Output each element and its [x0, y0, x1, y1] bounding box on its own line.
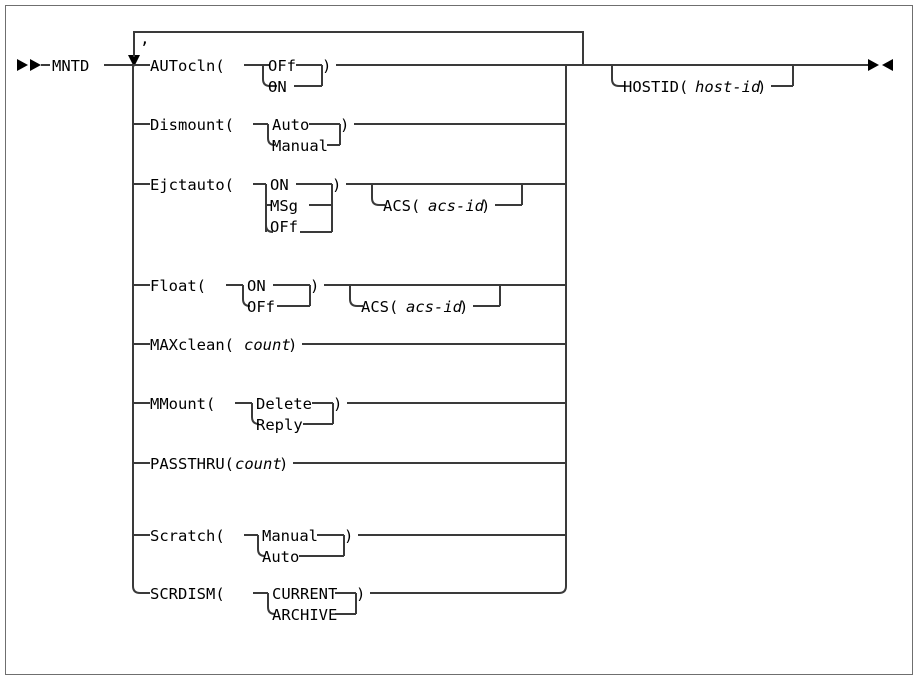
branch-ejctauto-acs-variable[interactable]: acs-id [428, 197, 485, 215]
branch-passthru[interactable]: PASSTHRU( count ) [133, 455, 566, 473]
branch-maxclean-keyword: MAXclean( [150, 336, 234, 354]
branch-mmount-close-paren: ) [333, 395, 342, 413]
branch-float-choice-off[interactable]: OFf [247, 298, 275, 316]
branch-dismount-choice-manual[interactable]: Manual [272, 137, 328, 155]
branch-float-acs-variable[interactable]: acs-id [406, 298, 463, 316]
branch-maxclean[interactable]: MAXclean( count ) [133, 336, 566, 354]
command-label: MNTD [52, 57, 89, 75]
branch-scratch-keyword: Scratch( [150, 527, 225, 545]
branch-ejctauto[interactable]: Ejctauto( ON MSg OFf ) ACS( acs-id ) [133, 176, 566, 236]
start-marker [17, 59, 41, 71]
branch-scratch-choice-left-corner [257, 548, 266, 557]
branch-autocln-choice-off[interactable]: OFf [268, 57, 296, 75]
branch-dismount-choice-auto[interactable]: Auto [272, 116, 309, 134]
branch-passthru-variable[interactable]: count [235, 455, 282, 473]
branch-dismount-choice-left-corner [267, 137, 276, 146]
branch-passthru-keyword: PASSTHRU( [150, 455, 234, 473]
branch-ejctauto-acs-option[interactable]: ACS( acs-id ) [371, 184, 523, 215]
branch-mmount-choice-reply[interactable]: Reply [256, 416, 303, 434]
option-hostid-variable[interactable]: host-id [695, 78, 761, 96]
branch-ejctauto-choice-off[interactable]: OFf [270, 218, 298, 236]
branch-dismount-close-paren: ) [340, 116, 349, 134]
repeat-loop: , [128, 29, 584, 67]
repeat-separator-label: , [140, 29, 150, 48]
branch-scrdism-close-paren: ) [356, 585, 365, 603]
branch-ejctauto-choice-on[interactable]: ON [270, 176, 289, 194]
branch-float[interactable]: Float( ON OFf ) ACS( acs-id ) [133, 277, 566, 316]
branch-dismount[interactable]: Dismount( Auto Manual ) [133, 116, 566, 155]
end-marker [868, 59, 893, 71]
branch-scratch[interactable]: Scratch( Manual Auto ) [133, 527, 566, 566]
branch-autocln-keyword: AUTocln( [150, 57, 225, 75]
branch-autocln-choice-on[interactable]: ON [268, 78, 287, 96]
option-hostid-label: HOSTID( [623, 78, 688, 96]
branch-merge-bottom-corner [558, 585, 567, 594]
branch-scrdism-choice-current[interactable]: CURRENT [272, 585, 337, 603]
branch-mmount[interactable]: MMount( Delete Reply ) [133, 395, 566, 434]
option-hostid-close-paren: ) [757, 78, 766, 96]
option-hostid[interactable]: HOSTID( host-id ) [611, 65, 794, 96]
branch-scrdism[interactable]: SCRDISM( CURRENT ARCHIVE ) [140, 585, 559, 624]
branch-maxclean-variable[interactable]: count [244, 336, 291, 354]
branch-ejctauto-choice-msg[interactable]: MSg [270, 197, 298, 215]
branch-dismount-keyword: Dismount( [150, 116, 234, 134]
branch-maxclean-close-paren: ) [288, 336, 297, 354]
option-hostid-left-corner [611, 78, 620, 87]
branch-autocln-choice-left-corner [262, 78, 271, 87]
branch-float-keyword: Float( [150, 277, 206, 295]
branch-mmount-keyword: MMount( [150, 395, 215, 413]
branch-scratch-choice-manual[interactable]: Manual [262, 527, 318, 545]
branch-scrdism-choice-archive[interactable]: ARCHIVE [272, 606, 337, 624]
branch-scrdism-keyword: SCRDISM( [150, 585, 225, 603]
branch-scratch-choice-auto[interactable]: Auto [262, 548, 299, 566]
branch-ejctauto-close-paren: ) [332, 176, 341, 194]
branch-ejctauto-acs-close-paren: ) [481, 197, 490, 215]
diagram-frame [5, 5, 913, 675]
branch-ejctauto-keyword: Ejctauto( [150, 176, 234, 194]
branch-scratch-close-paren: ) [344, 527, 353, 545]
branch-ejctauto-acs-left-corner [371, 197, 380, 206]
branch-float-choice-on[interactable]: ON [247, 277, 266, 295]
branch-ejctauto-choice-left-corner [265, 224, 274, 233]
branch-ejctauto-acs-label: ACS( [383, 197, 420, 215]
branch-mmount-choice-delete[interactable]: Delete [256, 395, 312, 413]
branch-float-acs-close-paren: ) [459, 298, 468, 316]
branch-float-choice-left-corner [242, 298, 251, 307]
branch-float-acs-option[interactable]: ACS( acs-id ) [349, 285, 501, 316]
branch-scrdism-choice-left-corner [267, 606, 276, 615]
branch-float-acs-label: ACS( [361, 298, 398, 316]
branch-float-acs-left-corner [349, 298, 358, 307]
branch-mmount-choice-left-corner [251, 416, 260, 425]
branch-float-close-paren: ) [310, 277, 319, 295]
branch-fork-bottom-corner [132, 585, 141, 594]
branch-passthru-close-paren: ) [279, 455, 288, 473]
branch-autocln[interactable]: AUTocln( OFf ON ) [133, 57, 566, 96]
branch-autocln-close-paren: ) [322, 57, 331, 75]
